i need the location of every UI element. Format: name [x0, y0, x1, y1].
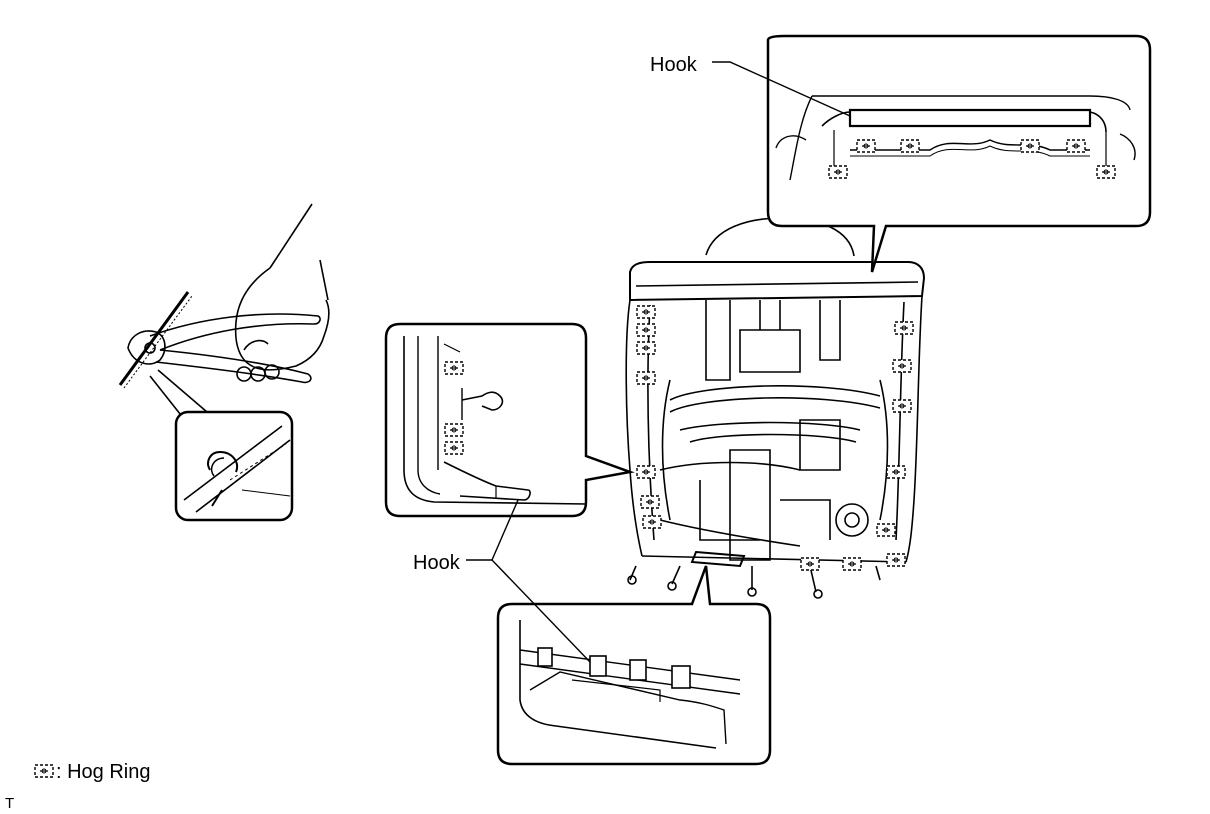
seat-cushion-frame: [625, 217, 926, 599]
corner-mark: T: [5, 795, 14, 812]
hog-ring-icon: [34, 764, 54, 778]
pliers-hand-illustration: [118, 203, 330, 425]
side-hook-callout: [384, 322, 635, 518]
hog-ring-closeup-box: [174, 410, 294, 522]
top-hook-callout: [766, 34, 1152, 273]
seat-hog-rings: [636, 305, 914, 571]
hog-ring-legend: : Hog Ring: [34, 761, 151, 783]
bottom-hook-leaders: [466, 499, 591, 663]
top-hook-leader: [712, 61, 851, 117]
bottom-hook-callout: [496, 565, 772, 766]
legend-label: : Hog Ring: [56, 761, 151, 783]
bottom-hook-label: Hook: [413, 552, 461, 574]
top-hook-label: Hook: [650, 54, 698, 76]
